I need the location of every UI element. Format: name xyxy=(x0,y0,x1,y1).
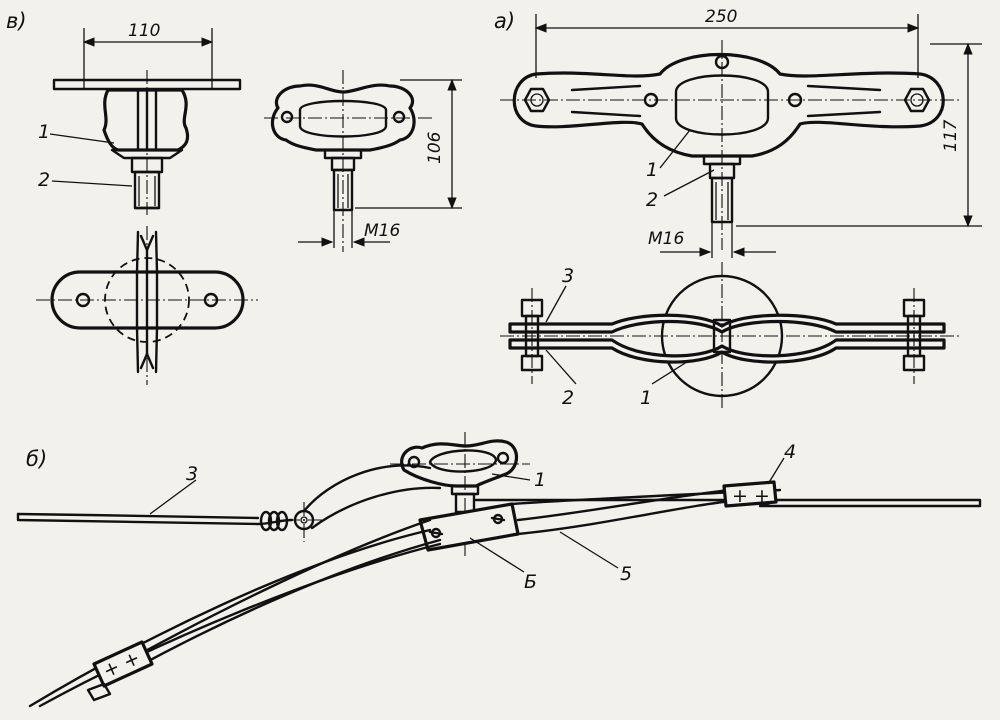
callouts-b: 1 3 4 5 Б xyxy=(149,441,796,593)
callout-b-4: 4 xyxy=(784,441,796,463)
clamp-block-b xyxy=(418,502,520,552)
clamp-elevation-a xyxy=(500,40,960,250)
view-a-title: а) xyxy=(494,9,515,33)
callout-a-plan-1: 1 xyxy=(640,387,652,409)
callout-b-1: 1 xyxy=(534,469,546,491)
dimension-117: 117 xyxy=(736,42,982,228)
view-v: в) 110 xyxy=(6,9,258,385)
wire-lower-a xyxy=(28,528,442,708)
dim-m16-right-label: M16 xyxy=(648,229,684,249)
callout-a-plan-3: 3 xyxy=(562,265,574,287)
callout-b-3: 3 xyxy=(186,463,198,485)
dimension-250: 250 xyxy=(534,7,920,78)
callout-a-plan-2: 2 xyxy=(562,387,574,409)
clamp-plan-v xyxy=(36,226,258,385)
clamp-4-plus: + + xyxy=(732,485,770,507)
callout-a-1: 1 xyxy=(646,159,658,181)
clamp-lower-left: + + xyxy=(86,640,154,702)
clamp-plan-a xyxy=(500,262,960,408)
dimension-m16-right: M16 xyxy=(648,222,776,258)
view-a: а) 250 xyxy=(494,7,982,409)
callouts-v: 1 2 xyxy=(38,121,133,191)
dimension-m16-left: M16 xyxy=(298,210,400,248)
clamp-4: + + xyxy=(722,480,778,508)
view-b: б) xyxy=(16,432,982,708)
wire-right xyxy=(474,498,982,508)
callout-v-2: 2 xyxy=(38,169,50,191)
dim-110-label: 110 xyxy=(128,21,160,41)
clamp-elevation-v xyxy=(52,70,242,215)
callouts-a: 1 2 xyxy=(646,129,715,211)
wire-knot xyxy=(259,502,324,542)
wire-lower-b xyxy=(98,518,442,684)
callout-b-5: 5 xyxy=(620,563,632,585)
view-b-title: б) xyxy=(26,447,47,471)
dim-117-label: 117 xyxy=(941,119,961,152)
view-v-title: в) xyxy=(6,9,27,33)
callouts-a-plan: 3 2 1 xyxy=(545,265,691,409)
dimension-106: 106 xyxy=(355,78,462,210)
callout-v-1: 1 xyxy=(38,121,50,143)
callout-b-6: Б xyxy=(524,571,537,593)
view-side: 106 M16 xyxy=(264,70,462,252)
dim-250-label: 250 xyxy=(705,7,737,27)
dim-106-label: 106 xyxy=(425,131,445,164)
dim-m16-left-label: M16 xyxy=(364,221,400,241)
callout-a-2: 2 xyxy=(646,189,658,211)
